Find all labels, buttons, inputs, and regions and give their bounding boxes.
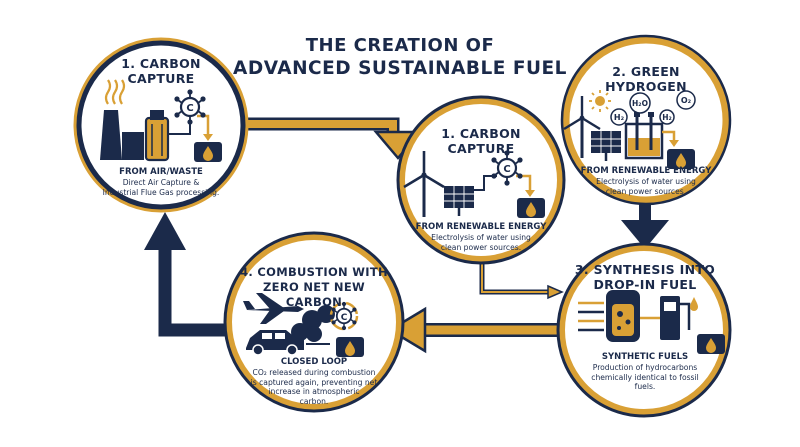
car-icon <box>246 330 304 356</box>
step-capture-renewable-desc-1: Electrolysis of water using <box>431 233 531 242</box>
flow-arrows <box>144 117 669 354</box>
step-synthesis-heading-1: 3. SYNTHESIS INTO <box>574 262 716 277</box>
step-green-hydrogen-heading-1: 2. GREEN <box>612 64 680 79</box>
o2-bubble-icon <box>676 90 696 110</box>
step-capture-air: 1. CARBON CAPTURE <box>86 56 236 86</box>
h2o-bubble-icon <box>629 92 651 114</box>
fuel-tank-icon <box>517 198 545 218</box>
step-synthesis-circle <box>559 245 729 415</box>
electrolyzer-icon <box>624 112 664 160</box>
fuel-tank-icon <box>194 142 222 162</box>
step-combustion-subheading: CLOSED LOOP <box>280 357 348 367</box>
step-combustion-desc-1: CO₂ released during combustion <box>252 368 376 377</box>
step-capture-air-subheading: FROM AIR/WASTE <box>119 167 203 177</box>
synthesis-illustration <box>578 290 725 354</box>
step-capture-air-desc-2: Industrial Flue Gas processing. <box>102 187 220 197</box>
smoke-icon <box>291 305 335 342</box>
step-green-hydrogen-subheading: FROM RENEWABLE ENERGY <box>580 166 712 176</box>
step-capture-air-heading-2: CAPTURE <box>127 71 195 86</box>
airplane-icon <box>243 293 304 324</box>
step-green-hydrogen-desc-1: Electrolysis of water using <box>596 177 696 186</box>
fuel-tank-icon <box>697 334 725 354</box>
step-capture-renewable-details: FROM RENEWABLE ENERGY Electrolysis of wa… <box>406 222 556 252</box>
o2-label: O₂ <box>681 96 692 105</box>
step-green-hydrogen-details: FROM RENEWABLE ENERGY Electrolysis of wa… <box>571 166 721 196</box>
diagram-title: THE CREATION OF ADVANCED SUSTAINABLE FUE… <box>230 35 570 80</box>
step-synthesis: 3. SYNTHESIS INTO DROP-IN FUEL <box>570 262 720 292</box>
carbon-label: C <box>186 103 193 114</box>
step-capture-renewable-heading-2: CAPTURE <box>447 141 515 156</box>
step-green-hydrogen-desc-2: clean power sources. <box>605 186 687 196</box>
step-combustion-heading-1: 4. COMBUSTION WITH <box>240 265 388 279</box>
h2o-label: H₂O <box>632 99 648 108</box>
h2-label: H₂ <box>662 113 672 122</box>
step-combustion-desc-2: is captured again, preventing net <box>250 377 378 387</box>
step-capture-renewable: 1. CARBON CAPTURE <box>416 126 546 156</box>
step-synthesis-desc-1: Production of hydrocarbons <box>592 363 698 372</box>
wind-turbine-icon <box>563 96 601 158</box>
green-hydrogen-illustration: H₂ H₂ H₂O O₂ <box>563 89 696 169</box>
step-capture-renewable-desc-2: clean power sources. <box>440 242 522 252</box>
step-synthesis-desc-2: chemically identical to fossil <box>591 372 699 382</box>
combustion-illustration: C <box>243 293 364 357</box>
step-capture-renewable-circle <box>399 98 563 262</box>
step-capture-air-details: FROM AIR/WASTE Direct Air Capture & Indu… <box>76 167 246 197</box>
step-combustion-heading-2: ZERO NET NEW CARBON <box>263 280 365 309</box>
capture-air-illustration: C <box>100 79 222 162</box>
step-synthesis-subheading: SYNTHETIC FUELS <box>601 352 689 362</box>
step-green-hydrogen-heading-2: HYDROGEN <box>605 79 687 94</box>
step-capture-air-heading-1: 1. CARBON <box>121 56 201 71</box>
carbon-label: C <box>341 313 348 323</box>
h2-label: H₂ <box>614 113 625 122</box>
carbon-label: C <box>503 164 510 175</box>
step-combustion-details: CLOSED LOOP CO₂ released during combusti… <box>234 357 394 406</box>
smoke-icon <box>104 79 126 105</box>
capture-renewable-illustration: C <box>402 149 545 219</box>
h2-bubble-icon <box>610 108 675 126</box>
recycle-icon <box>329 301 359 331</box>
reactor-icon <box>606 290 640 342</box>
step-synthesis-details: SYNTHETIC FUELS Production of hydrocarbo… <box>574 352 716 392</box>
title-line-1: THE CREATION OF <box>305 35 495 56</box>
step-capture-air-desc-1: Direct Air Capture & <box>122 178 200 187</box>
fuel-tank-icon <box>336 337 364 357</box>
step-capture-renewable-subheading: FROM RENEWABLE ENERGY <box>415 222 547 232</box>
title-line-2: ADVANCED SUSTAINABLE FUEL <box>233 58 567 79</box>
step-combustion: 4. COMBUSTION WITH ZERO NET NEW CARBON <box>234 265 394 310</box>
step-synthesis-heading-2: DROP-IN FUEL <box>593 277 697 292</box>
arrow-combustion-to-capture <box>158 245 236 337</box>
fuel-pump-icon <box>660 296 698 340</box>
step-capture-renewable-heading-1: 1. CARBON <box>441 126 521 141</box>
step-synthesis-desc-3: fuels. <box>634 382 656 391</box>
step-combustion-desc-4: carbon. <box>299 396 329 406</box>
step-green-hydrogen: 2. GREEN HYDROGEN <box>581 64 711 94</box>
factory-icon <box>100 110 170 162</box>
step-combustion-desc-3: increase in atmospheric <box>268 387 360 396</box>
